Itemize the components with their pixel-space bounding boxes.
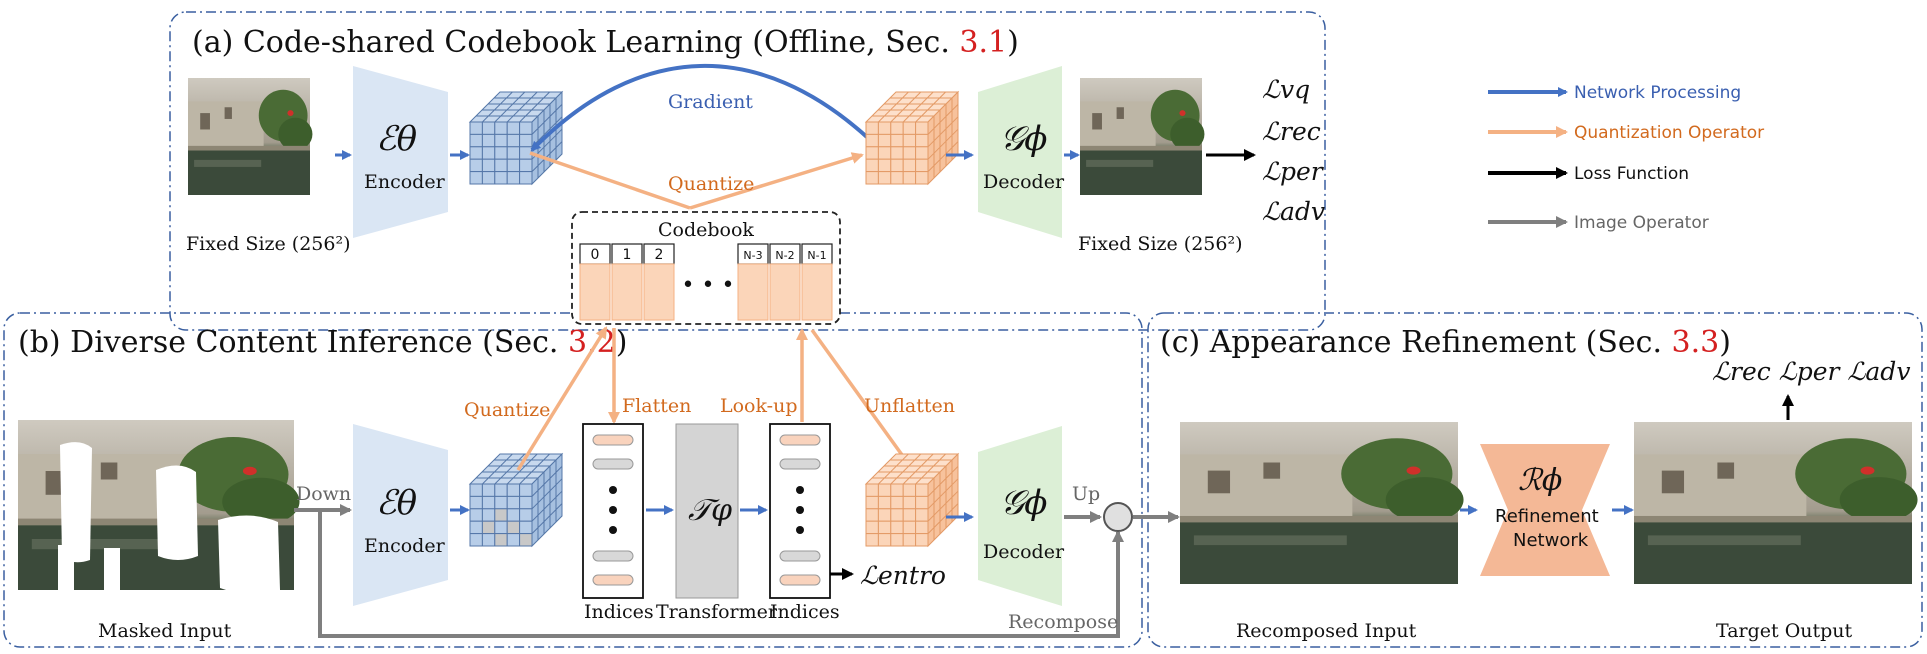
legend-quantization-operator: Quantization Operator — [1574, 123, 1764, 143]
codebook-index: 2 — [655, 247, 664, 263]
losses-c: ℒrec ℒper ℒadv — [1712, 357, 1910, 386]
target-output-label: Target Output — [1716, 620, 1853, 642]
decoder-a: 𝒢ϕ Decoder — [978, 66, 1065, 238]
indices-left-label: Indices — [584, 601, 654, 623]
unflatten-label: Unflatten — [864, 395, 955, 417]
svg-text:ℰθ: ℰθ — [376, 119, 417, 159]
quantize-label-b: Quantize — [464, 399, 550, 421]
flatten-label: Flatten — [622, 395, 691, 417]
recomposed-input-label: Recomposed Input — [1236, 620, 1417, 642]
quantize-line-right — [689, 152, 864, 210]
panel-b-frame — [3, 312, 1143, 648]
svg-text:𝒢ϕ: 𝒢ϕ — [1000, 483, 1047, 523]
decoder-b: 𝒢ϕ Decoder — [978, 426, 1065, 606]
input-image-a — [188, 78, 313, 195]
svg-text:Decoder: Decoder — [983, 541, 1065, 563]
codebook-index: N-1 — [807, 249, 826, 262]
indices-right-label: Indices — [770, 601, 840, 623]
refinement-network: ℛϕ Refinement Network — [1480, 444, 1610, 576]
svg-text:𝒢ϕ: 𝒢ϕ — [1000, 119, 1047, 159]
svg-text:ℒper: ℒper — [1262, 157, 1325, 186]
svg-text:Refinement: Refinement — [1495, 506, 1599, 527]
encoder-a: ℰθ Encoder — [353, 66, 448, 238]
svg-text:ℒrec: ℒrec — [1262, 117, 1321, 146]
codebook-index: 1 — [623, 247, 632, 263]
svg-text:Network: Network — [1513, 530, 1589, 551]
output-image-a — [1080, 78, 1205, 195]
svg-text:Decoder: Decoder — [983, 171, 1065, 193]
indices-left — [582, 423, 644, 599]
svg-text:Encoder: Encoder — [364, 171, 446, 193]
codebook-index: 0 — [591, 247, 600, 263]
svg-text:ℰθ: ℰθ — [376, 483, 417, 523]
gradient-arrow — [530, 63, 870, 152]
feature-cube-blue-b — [468, 452, 564, 548]
recompose-label: Recompose — [1008, 611, 1118, 633]
transformer-label: Transformer — [656, 601, 778, 623]
quantize-arrow-b — [516, 326, 608, 471]
unflatten-arrow — [810, 328, 912, 468]
codebook-ellipsis: • • • — [682, 273, 735, 298]
panel-c-frame — [1147, 312, 1923, 648]
svg-text:Codebook: Codebook — [658, 219, 754, 241]
feature-cube-orange-a — [864, 90, 960, 186]
panel-a-frame — [169, 11, 1326, 331]
transformer: 𝒯φ — [675, 423, 739, 599]
svg-text:ℒadv: ℒadv — [1262, 197, 1325, 226]
svg-text:𝒯φ: 𝒯φ — [688, 493, 732, 528]
quantize-line-left — [529, 151, 691, 210]
svg-text:ℛϕ: ℛϕ — [1518, 463, 1562, 498]
legend-network-processing: Network Processing — [1574, 83, 1741, 103]
up-label: Up — [1072, 483, 1100, 505]
codebook: Codebook 0 1 2 N-3 N-2 N-1 • • • — [571, 211, 841, 325]
panel-a-title: (a) Code-shared Codebook Learning (Offli… — [192, 25, 1019, 60]
codebook-index: N-2 — [775, 249, 794, 262]
panel-b-title: (b) Diverse Content Inference (Sec. 3.2) — [18, 325, 627, 360]
down-label: Down — [296, 483, 351, 505]
masked-input-label: Masked Input — [98, 620, 232, 642]
fixed-size-right-label: Fixed Size (256²) — [1078, 233, 1243, 255]
combine-node — [1103, 502, 1133, 532]
feature-cube-orange-b — [864, 452, 960, 548]
indices-right — [769, 423, 831, 599]
masked-input-image — [18, 420, 300, 597]
legend-image-operator: Image Operator — [1574, 213, 1709, 233]
encoder-b: ℰθ Encoder — [353, 424, 448, 606]
feature-cube-blue-a — [468, 90, 564, 186]
lookup-label: Look-up — [720, 395, 798, 417]
svg-text:Encoder: Encoder — [364, 535, 446, 557]
codebook-index: N-3 — [743, 249, 762, 262]
quantize-label-a: Quantize — [668, 173, 754, 195]
losses-a: ℒvq ℒrec ℒper ℒadv — [1262, 75, 1325, 226]
legend: Network Processing Quantization Operator… — [1488, 83, 1764, 233]
svg-text:ℒvq: ℒvq — [1262, 75, 1310, 104]
recompose-path — [318, 510, 1124, 638]
target-output-image — [1634, 422, 1918, 584]
recomposed-input-image — [1180, 422, 1464, 584]
panel-c-title: (c) Appearance Refinement (Sec. 3.3) — [1160, 325, 1731, 360]
legend-loss-function: Loss Function — [1574, 164, 1689, 184]
entro-loss: ℒentro — [860, 561, 946, 590]
gradient-label: Gradient — [668, 91, 753, 113]
fixed-size-left-label: Fixed Size (256²) — [186, 233, 351, 255]
